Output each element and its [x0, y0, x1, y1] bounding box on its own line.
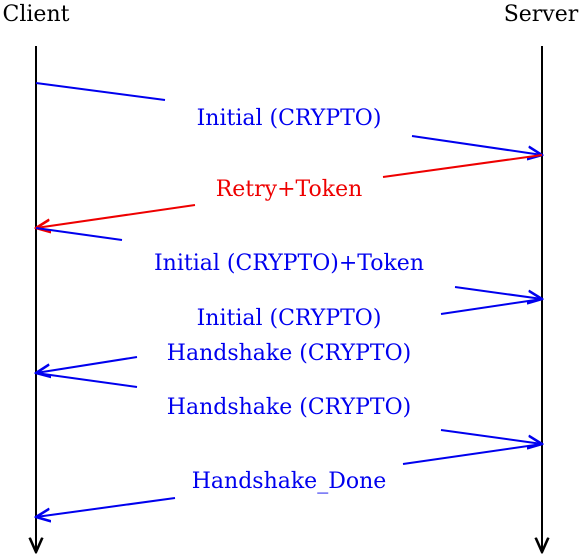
message-arrow-segment: [440, 298, 543, 315]
message-arrow-segment: [35, 82, 166, 101]
message-arrow-segment: [382, 154, 543, 178]
message-arrow-segment: [35, 372, 138, 388]
message-arrow-head: [411, 135, 542, 155]
server-label: Server: [504, 2, 579, 27]
message-handshake-crypto: Handshake (CRYPTO): [35, 372, 542, 444]
message-label: Initial (CRYPTO): [197, 306, 382, 331]
message-handshake-done: Handshake_Done: [36, 443, 543, 517]
message-arrow-head: [454, 286, 542, 299]
message-label: Initial (CRYPTO)+Token: [154, 251, 424, 276]
message-arrow-segment: [35, 227, 123, 241]
message-label: Initial (CRYPTO): [197, 106, 382, 131]
message-arrow-head: [440, 429, 542, 444]
message-initial-crypto-reply: Initial (CRYPTO) Handshake (CRYPTO): [36, 298, 543, 373]
message-retry-token: Retry+Token: [36, 154, 543, 228]
message-label: Handshake_Done: [192, 469, 387, 494]
message-arrow-head: [36, 497, 176, 517]
message-label: Handshake (CRYPTO): [167, 395, 411, 420]
message-initial-crypto-token: Initial (CRYPTO)+Token: [35, 227, 542, 299]
message-arrow-segment: [402, 443, 543, 465]
message-initial-crypto: Initial (CRYPTO): [35, 82, 542, 155]
message-label: Handshake (CRYPTO): [167, 341, 411, 366]
client-label: Client: [3, 2, 70, 27]
message-arrow-head: [36, 204, 196, 228]
message-label: Retry+Token: [216, 177, 363, 202]
message-arrow-head: [36, 356, 138, 373]
